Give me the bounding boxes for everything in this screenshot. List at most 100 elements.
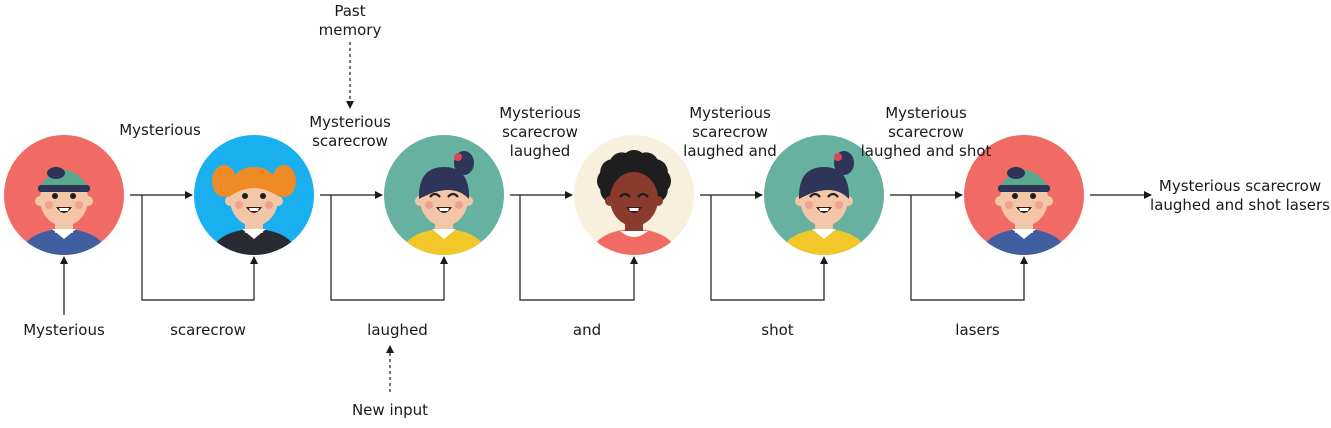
- state-label-4-line: scarecrow: [692, 123, 768, 141]
- eye: [242, 193, 248, 199]
- avatar-boy-green-cap: [964, 135, 1084, 255]
- hair: [229, 167, 279, 197]
- teeth: [249, 208, 259, 211]
- state-label-3-line: scarecrow: [502, 123, 578, 141]
- teeth: [1019, 208, 1029, 211]
- shirt: [212, 229, 296, 255]
- state-label-1-line: Mysterious: [119, 121, 201, 139]
- state-label-4-line: Mysterious: [689, 104, 771, 122]
- cheek: [1005, 201, 1013, 209]
- avatar-layer: [4, 135, 1084, 255]
- cheek: [425, 201, 433, 209]
- cheek: [75, 201, 83, 209]
- input-loop-2: [141, 195, 258, 301]
- ear: [415, 196, 425, 206]
- state-label-5-line: scarecrow: [888, 123, 964, 141]
- past-memory-label-line: Past: [334, 2, 365, 20]
- eye: [809, 192, 821, 198]
- collar: [52, 229, 76, 239]
- ear: [653, 196, 663, 206]
- ear: [1043, 196, 1053, 206]
- ear: [225, 196, 235, 206]
- ear: [605, 196, 615, 206]
- eye: [637, 192, 649, 198]
- ear: [83, 196, 93, 206]
- input-loop-3: [330, 195, 448, 301]
- input-label-4-line: and: [573, 321, 601, 339]
- input-label-6: lasers: [955, 321, 1000, 339]
- input-label-2: scarecrow: [170, 321, 246, 339]
- input-loop-6: [910, 195, 1028, 301]
- cheek: [235, 201, 243, 209]
- hair-tie: [454, 153, 462, 161]
- shirt: [592, 229, 676, 255]
- cheek: [45, 201, 53, 209]
- ear: [995, 196, 1005, 206]
- shirt: [22, 229, 106, 255]
- eye: [827, 192, 839, 198]
- teeth: [629, 208, 639, 211]
- collar: [242, 229, 266, 239]
- shirt: [402, 229, 486, 255]
- avatar-girl-orange-pigtails: [194, 135, 314, 255]
- ear: [273, 196, 283, 206]
- final-output-label-line: Mysterious scarecrow: [1159, 177, 1321, 195]
- hair: [418, 167, 470, 199]
- shirt: [982, 229, 1066, 255]
- input-label-1: Mysterious: [23, 321, 105, 339]
- ear: [843, 196, 853, 206]
- connector-layer: [60, 42, 1152, 392]
- ear: [463, 196, 473, 206]
- collar: [432, 229, 456, 239]
- cap-band: [998, 185, 1050, 192]
- input-loop-4: [519, 195, 638, 301]
- face: [610, 172, 658, 226]
- hair: [798, 167, 850, 199]
- eye: [1030, 193, 1036, 199]
- cheek: [805, 201, 813, 209]
- eye: [52, 193, 58, 199]
- state-label-2-line: scarecrow: [312, 132, 388, 150]
- cheek: [265, 201, 273, 209]
- new-input-label: New input: [352, 401, 428, 419]
- eye: [70, 193, 76, 199]
- state-label-5-line: Mysterious: [885, 104, 967, 122]
- collar: [1012, 229, 1036, 239]
- input-label-5: shot: [761, 321, 793, 339]
- cheek: [455, 201, 463, 209]
- eye: [619, 192, 631, 198]
- input-label-3-line: laughed: [367, 321, 428, 339]
- input-label-1-line: Mysterious: [23, 321, 105, 339]
- cap-logo: [1007, 167, 1025, 179]
- input-label-2-line: scarecrow: [170, 321, 246, 339]
- cheek: [1035, 201, 1043, 209]
- state-label-1: Mysterious: [119, 121, 201, 139]
- collar: [812, 229, 836, 239]
- ear: [795, 196, 805, 206]
- input-label-5-line: shot: [761, 321, 793, 339]
- hair-tie: [834, 153, 842, 161]
- shirt: [782, 229, 866, 255]
- state-label-3-line: Mysterious: [499, 104, 581, 122]
- ear: [35, 196, 45, 206]
- avatar-boy-afro: [574, 135, 694, 255]
- teeth: [819, 208, 829, 211]
- cap-band: [38, 185, 90, 192]
- eye: [260, 193, 266, 199]
- past-memory-label-line: memory: [319, 21, 382, 39]
- input-loop-5: [710, 195, 828, 301]
- teeth: [439, 208, 449, 211]
- collar: [620, 231, 648, 237]
- state-label-5-line: laughed and shot: [861, 142, 992, 160]
- teeth: [59, 208, 69, 211]
- input-label-6-line: lasers: [955, 321, 1000, 339]
- cheek: [835, 201, 843, 209]
- input-label-3: laughed: [367, 321, 428, 339]
